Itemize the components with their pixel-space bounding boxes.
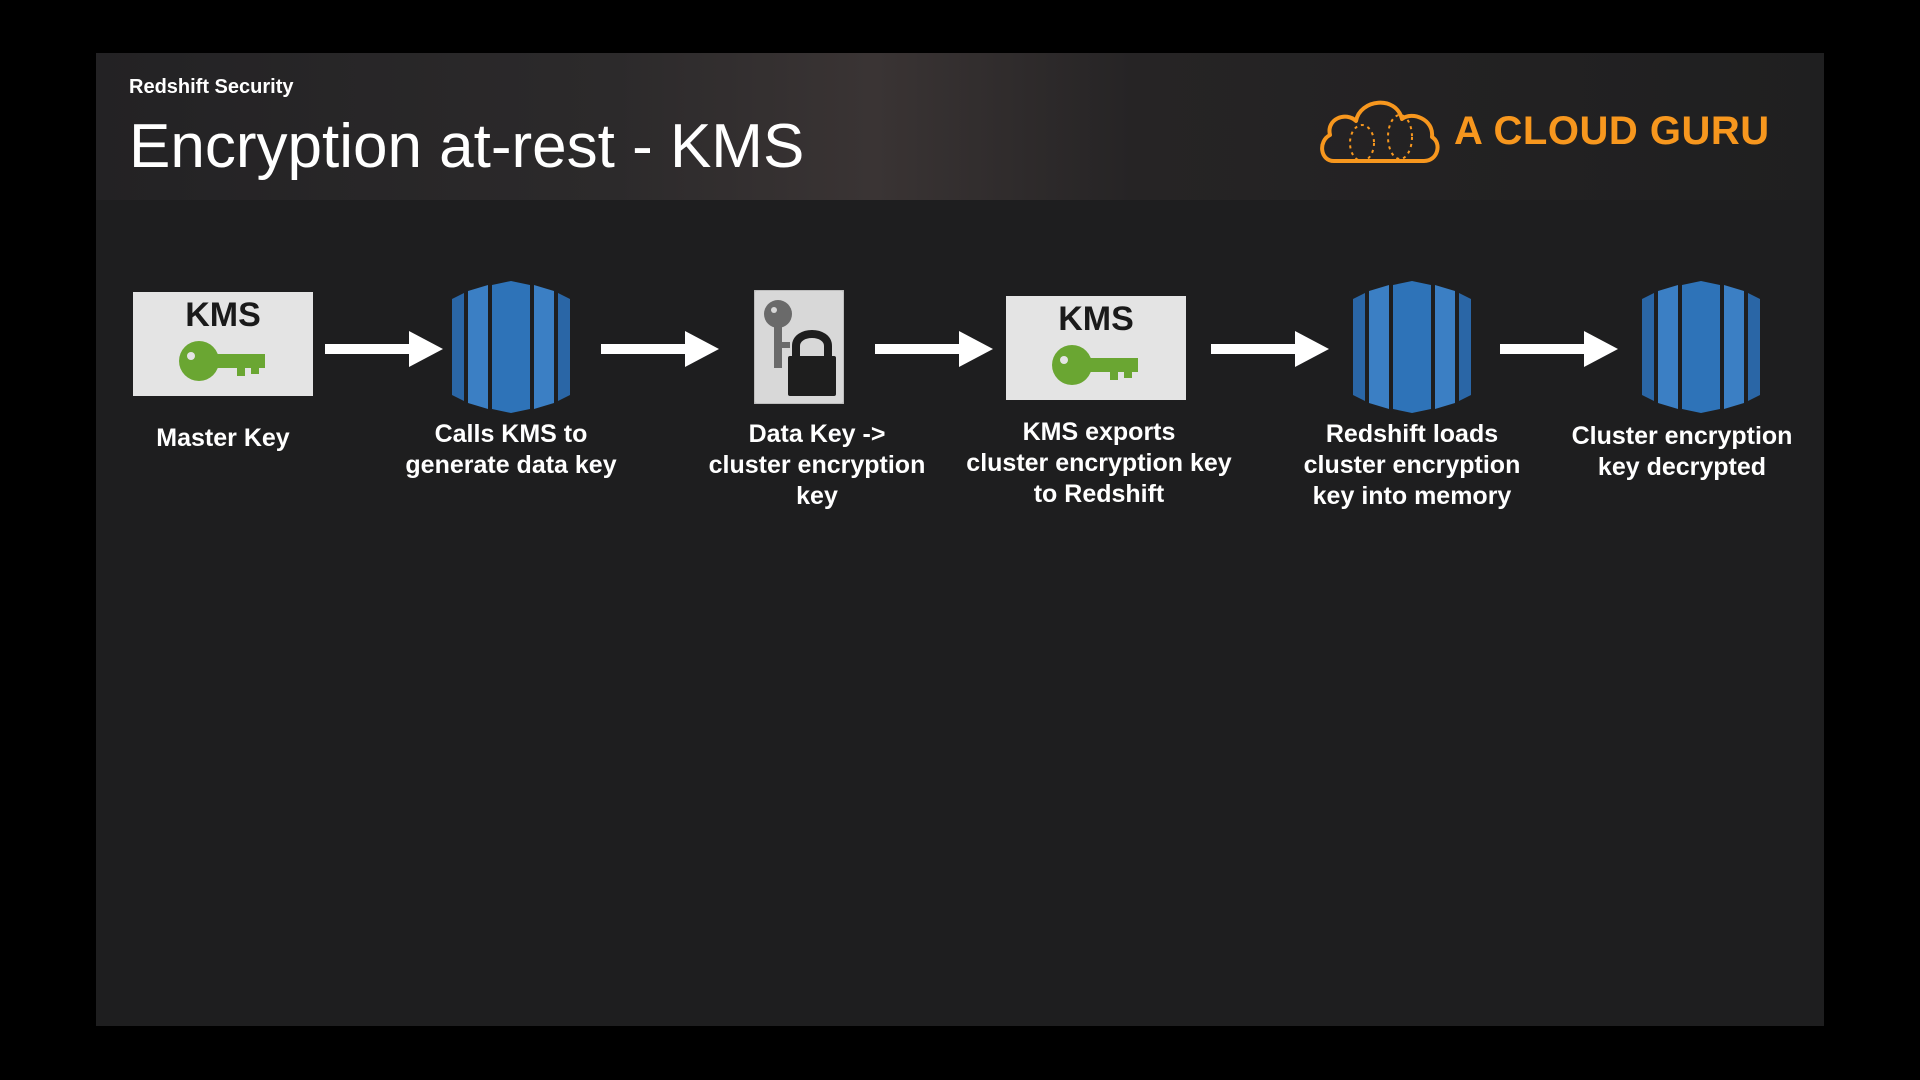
arrow-right-icon [1211, 331, 1329, 367]
brand-name: A CLOUD GURU [1454, 109, 1770, 153]
kms-master-key-icon: KMS [133, 292, 313, 396]
slide-header: Redshift Security Encryption at-rest - K… [96, 53, 1824, 200]
green-key-icon [179, 341, 265, 381]
kms-icon-label: KMS [185, 296, 261, 334]
slide-subtitle: Redshift Security [129, 76, 294, 98]
arrow-right-icon [325, 331, 443, 367]
arrow-right-icon [1500, 331, 1618, 367]
cloud-logo-icon [1320, 100, 1440, 163]
step-label-redshift-loads: Redshift loads cluster encryption key in… [1303, 420, 1521, 510]
kms-export-icon: KMS [1006, 296, 1186, 400]
brand-logo: A CLOUD GURU [1316, 91, 1796, 171]
arrow-right-icon [601, 331, 719, 367]
key-lock-icon [754, 290, 844, 404]
redshift-icon [452, 281, 570, 413]
arrow-right-icon [875, 331, 993, 367]
green-key-icon [1052, 345, 1138, 385]
step-label-data-key: Data Key -> cluster encryption key [708, 420, 926, 510]
kms-icon-label: KMS [1058, 300, 1134, 338]
slide-title: Encryption at-rest - KMS [129, 112, 805, 181]
step-label-calls-kms: Calls KMS to generate data key [405, 420, 617, 479]
slide: Redshift Security Encryption at-rest - K… [96, 53, 1824, 1026]
redshift-icon [1353, 281, 1471, 413]
redshift-icon [1642, 281, 1760, 413]
step-label-key-decrypted: Cluster encryption key decrypted [1571, 422, 1793, 481]
step-label-master-key: Master Key [156, 424, 290, 452]
step-label-kms-exports: KMS exports cluster encryption key to Re… [966, 418, 1232, 508]
